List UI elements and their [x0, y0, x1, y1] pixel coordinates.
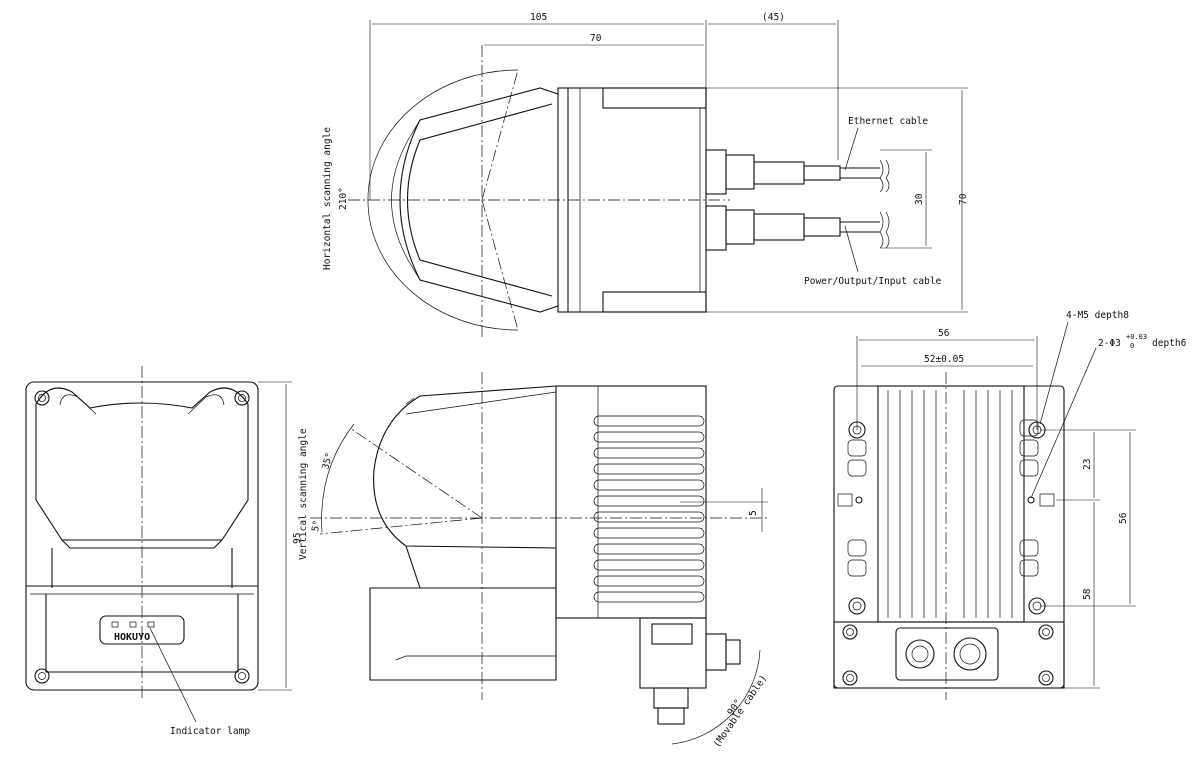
power-port [953, 637, 987, 671]
rear-fins [847, 390, 1039, 618]
movable-cable-label: (Movable cable) [711, 673, 769, 750]
pin-holes-tol-upper: +0.03 [1126, 333, 1147, 341]
front-screw-br [234, 668, 250, 684]
pin-hole-right [1027, 496, 1035, 504]
front-screw-tr [234, 390, 250, 406]
pin-holes-tol-lower: 0 [1130, 342, 1134, 350]
rear-connector-plate [895, 627, 999, 681]
side-connector-block [639, 617, 707, 689]
power-cable-label: Power/Output/Input cable [804, 276, 942, 287]
dim-5: 5 [748, 510, 759, 516]
cable-rotation-arc [671, 649, 761, 745]
indicator-lamp-label: Indicator lamp [170, 726, 250, 737]
dim-70-height: 70 [958, 193, 969, 205]
vertical-scan-arc [321, 423, 355, 533]
pin-holes-prefix: 2-Φ3 [1098, 338, 1121, 349]
dim-52: 52±0.05 [924, 354, 964, 365]
ethernet-port [905, 639, 935, 669]
pin-hole-left [855, 496, 863, 504]
dim-45: (45) [762, 12, 785, 23]
cooling-fins [593, 415, 705, 603]
indicator-lamp-1 [111, 621, 119, 628]
power-connector [705, 205, 727, 251]
front-screw-bl [34, 668, 50, 684]
dim-30: 30 [914, 193, 925, 205]
indicator-lamp-3 [147, 621, 155, 628]
vertical-scanning-angle-label: Vertical scanning angle [298, 428, 309, 560]
brand-logo: HOKUYO [114, 632, 150, 643]
ethernet-connector [705, 149, 727, 195]
m5-holes-label: 4-M5 depth8 [1066, 310, 1129, 321]
dim-95: 95 [292, 533, 303, 544]
vertical-angle-lower: 5° [310, 519, 323, 532]
m5-hole-bl [848, 597, 866, 615]
front-view: HOKUYO 95 Indicator lamp [25, 366, 303, 737]
front-view-window [35, 387, 249, 541]
horizontal-scanning-angle-label: Horizontal scanning angle [322, 127, 333, 270]
dim-56-height: 56 [1118, 512, 1129, 524]
dim-23: 23 [1082, 459, 1093, 470]
top-view: 105 (45) 70 70 30 Ethernet cable Power/O… [322, 12, 969, 340]
vertical-angle-upper: 35° [320, 451, 335, 470]
front-screw-tl [34, 390, 50, 406]
ethernet-cable-label: Ethernet cable [848, 116, 928, 127]
dim-58: 58 [1082, 588, 1093, 600]
rear-view: 56 52±0.05 4-M5 depth8 2-Φ3 +0.03 0 dept… [833, 310, 1187, 700]
pin-holes-suffix: depth6 [1152, 338, 1187, 349]
dim-105: 105 [530, 12, 547, 23]
horizontal-angle-value: 210° [338, 187, 349, 210]
indicator-lamp-2 [129, 621, 137, 628]
side-view: 90° (Movable cable) 35° 5° Vertical scan… [298, 372, 770, 750]
dim-70-width: 70 [590, 33, 602, 44]
dim-56-width: 56 [938, 328, 950, 339]
